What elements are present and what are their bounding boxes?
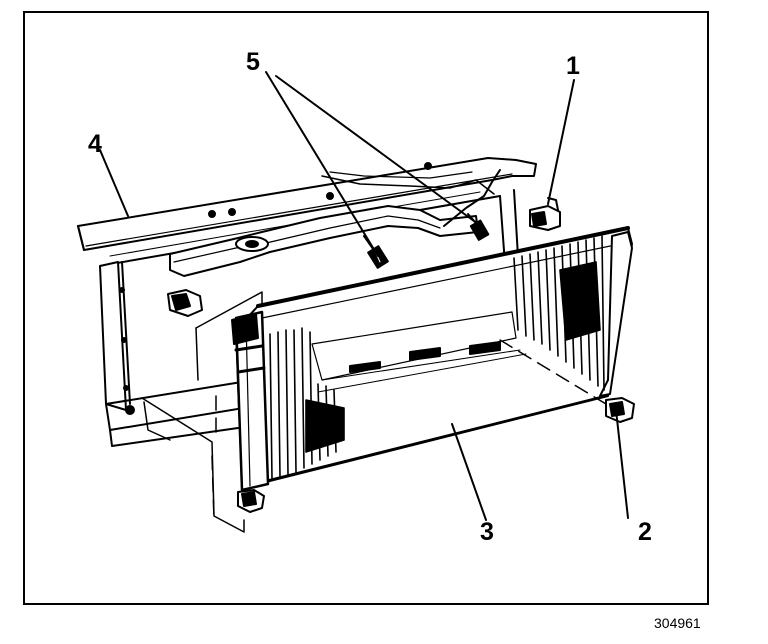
upper-insulator-right: [529, 197, 561, 231]
upper-insulator-left: [167, 289, 203, 317]
radiator-core-fins-left: [269, 327, 345, 479]
callout-1: 1: [566, 52, 580, 80]
callout-5: 5: [246, 48, 260, 76]
figure-number: 304961: [654, 615, 701, 631]
radiator-core-fins-right: [513, 235, 605, 391]
callout-leaders: [99, 71, 629, 521]
callout-3: 3: [480, 518, 494, 546]
radiator: [231, 226, 633, 492]
lower-bracket-plate: [141, 397, 245, 533]
wire-harness: [443, 169, 501, 227]
lower-insulator-left: [237, 489, 265, 513]
callout-4: 4: [88, 130, 102, 158]
side-bracket-plate: [195, 291, 263, 381]
upper-radiator-bracket: [169, 171, 495, 277]
callout-2: 2: [638, 518, 652, 546]
lower-insulator-right: [605, 397, 635, 423]
figure-border: [23, 11, 709, 605]
